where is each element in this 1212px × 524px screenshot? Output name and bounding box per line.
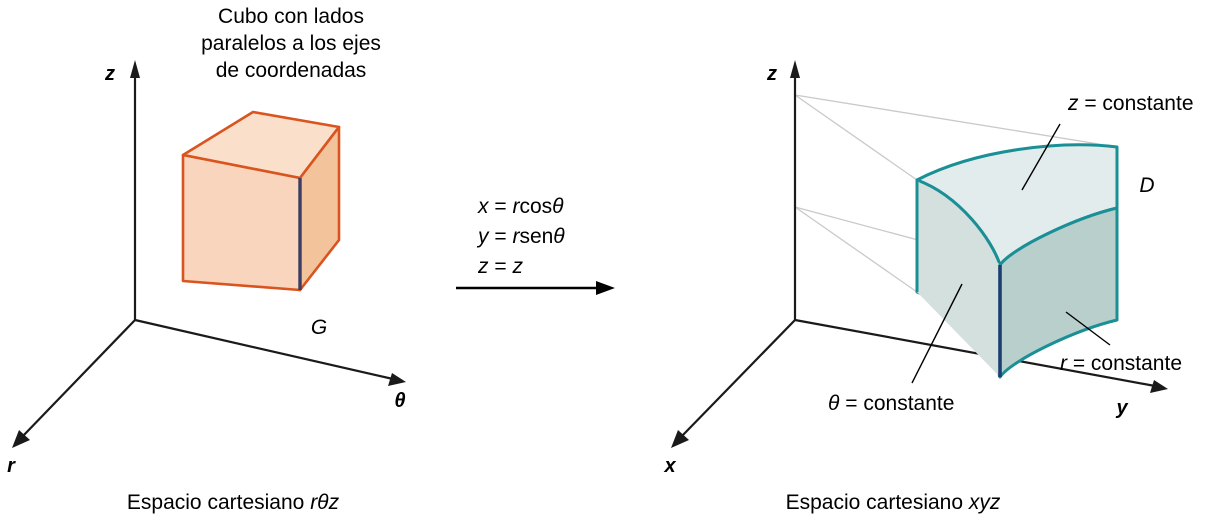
equation-x-func: cos bbox=[519, 195, 552, 218]
right-panel: z y x D bbox=[663, 60, 1194, 514]
equation-x-theta: θ bbox=[552, 195, 564, 218]
equation-x: x = rcosθ bbox=[477, 195, 564, 218]
left-caption-italic: rθz bbox=[310, 491, 339, 514]
theta-axis-label: θ bbox=[394, 390, 405, 412]
equation-x-r: r bbox=[512, 195, 520, 218]
right-caption-prefix: Espacio cartesiano bbox=[786, 491, 969, 514]
label-theta-constant-text: = constante bbox=[839, 392, 954, 415]
right-caption-italic: xyz bbox=[968, 491, 1001, 514]
equation-y-theta: θ bbox=[553, 225, 565, 248]
guide-line-bottom-near bbox=[794, 206, 918, 293]
label-r-constant-var: r bbox=[1060, 352, 1068, 375]
z-axis-label: z bbox=[104, 63, 115, 85]
annotation-z-constant: z = constante bbox=[1021, 92, 1194, 191]
guide-line-top-near bbox=[794, 94, 918, 181]
left-axes: z θ r bbox=[7, 60, 406, 477]
theta-axis-line bbox=[134, 318, 394, 381]
equation-y-lhs: y bbox=[476, 225, 490, 248]
transform-block: x = rcosθ y = rsenθ z = z bbox=[456, 195, 615, 295]
left-caption-prefix: Espacio cartesiano bbox=[127, 491, 310, 514]
right-axes: z y x bbox=[663, 60, 1168, 477]
leader-line-r-constant bbox=[1065, 311, 1111, 346]
cube-front-face bbox=[181, 153, 302, 292]
left-title-line1: Cubo con lados bbox=[218, 5, 364, 28]
left-title-line3: de coordenadas bbox=[216, 59, 367, 82]
label-theta-constant: θ = constante bbox=[828, 392, 954, 415]
cube-solid-G: G bbox=[181, 110, 341, 339]
left-caption: Espacio cartesiano rθz bbox=[127, 491, 340, 514]
wedge-right-face bbox=[998, 206, 1119, 379]
r-axis-line bbox=[21, 319, 136, 438]
label-z-constant-text: = constante bbox=[1079, 92, 1194, 115]
z-axis-arrowhead-right bbox=[790, 60, 800, 78]
annotation-r-constant: r = constante bbox=[1060, 311, 1182, 375]
z-axis-arrowhead bbox=[130, 60, 140, 78]
cube-label-G: G bbox=[311, 316, 327, 339]
left-title-line2: paralelos a los ejes bbox=[201, 32, 381, 55]
z-axis-label-right: z bbox=[766, 63, 777, 85]
r-axis-label: r bbox=[7, 455, 16, 477]
equation-y-r: r bbox=[512, 225, 520, 248]
y-axis-label: y bbox=[1115, 397, 1128, 419]
equation-z: z = z bbox=[477, 255, 523, 278]
equation-y: y = rsenθ bbox=[476, 225, 565, 248]
leader-line-theta-constant bbox=[911, 283, 963, 384]
r-axis-arrowhead bbox=[12, 430, 30, 448]
equation-y-func: sen bbox=[519, 225, 553, 248]
y-axis-arrowhead bbox=[1150, 380, 1168, 393]
wedge-label-D: D bbox=[1139, 174, 1154, 197]
transform-arrow-head bbox=[596, 281, 615, 295]
left-panel: Cubo con lados paralelos a los ejes de c… bbox=[7, 5, 406, 514]
wedge-solid-D: D bbox=[915, 143, 1155, 379]
annotation-theta-constant: θ = constante bbox=[828, 283, 963, 415]
x-axis-label: x bbox=[663, 455, 676, 477]
label-theta-constant-var: θ bbox=[828, 392, 840, 415]
x-axis-arrowhead bbox=[671, 430, 689, 448]
guide-line-top-far bbox=[794, 94, 1118, 148]
label-z-constant: z = constante bbox=[1067, 92, 1194, 115]
label-r-constant-text: = constante bbox=[1067, 352, 1182, 375]
x-axis-line bbox=[680, 319, 796, 438]
label-z-constant-var: z bbox=[1067, 92, 1079, 115]
wedge-left-face-fill bbox=[917, 180, 1000, 377]
equation-z-rhs: z bbox=[511, 255, 523, 278]
y-axis-line bbox=[794, 318, 1156, 388]
label-r-constant: r = constante bbox=[1060, 352, 1182, 375]
right-caption: Espacio cartesiano xyz bbox=[786, 491, 1001, 514]
theta-axis-arrowhead bbox=[388, 373, 406, 386]
equation-z-lhs: z bbox=[477, 255, 489, 278]
leader-line-z-constant bbox=[1021, 123, 1061, 191]
transform-arrow-icon bbox=[456, 281, 615, 295]
equation-x-lhs: x bbox=[477, 195, 490, 218]
